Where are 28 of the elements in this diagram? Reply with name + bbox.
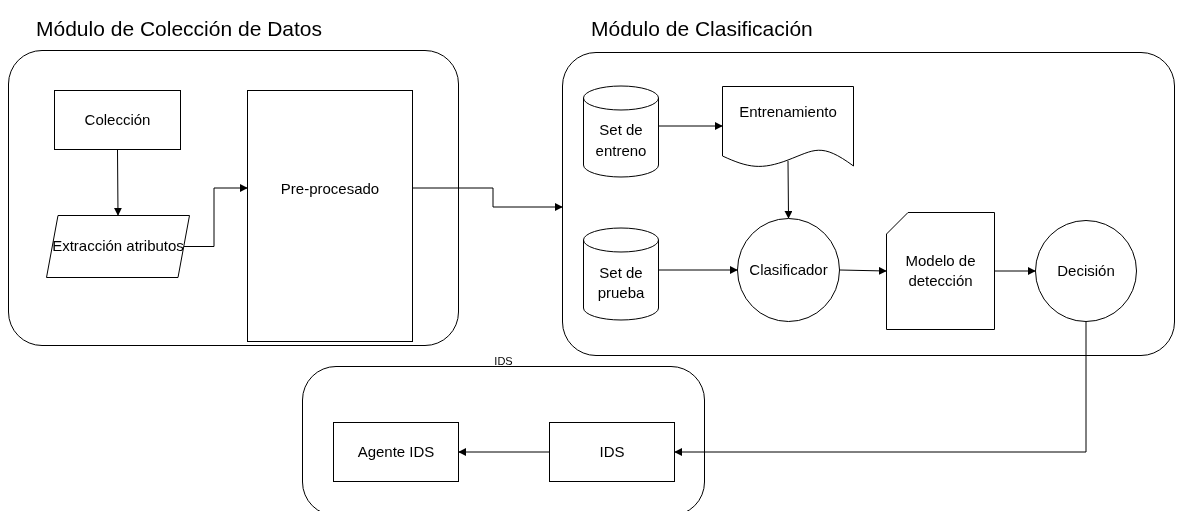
arrow [994, 267, 1036, 275]
arrow [183, 184, 248, 247]
group-title: IDS [494, 355, 513, 367]
process-box [54, 90, 181, 150]
arrow [658, 122, 723, 130]
arrow [458, 448, 550, 456]
node-label: Agente IDS [357, 441, 435, 462]
group-title: Módulo de Colección de Datos [36, 17, 322, 41]
node-label: Decisión [1057, 260, 1115, 281]
node-label: Modelo de detección [904, 250, 977, 291]
arrow [784, 160, 793, 219]
arrow [412, 187, 563, 211]
node-label: Set de entreno [594, 120, 648, 161]
arrow [658, 266, 738, 274]
process-box [549, 422, 675, 482]
node-label: Set de prueba [596, 262, 646, 303]
process-box [333, 422, 459, 482]
node-label: Entrenamiento [739, 102, 837, 122]
process-box [247, 90, 413, 342]
arrow [113, 149, 122, 216]
group-title: Módulo de Clasificación [591, 17, 813, 41]
node-label: Clasificador [749, 259, 828, 280]
node-label: Colección [84, 109, 151, 130]
arrow [674, 321, 1087, 456]
arrow [839, 266, 887, 275]
node-label: Pre-procesado [280, 179, 380, 199]
node-label: IDS [599, 441, 625, 462]
node-label: Extracción atributos [52, 236, 184, 257]
